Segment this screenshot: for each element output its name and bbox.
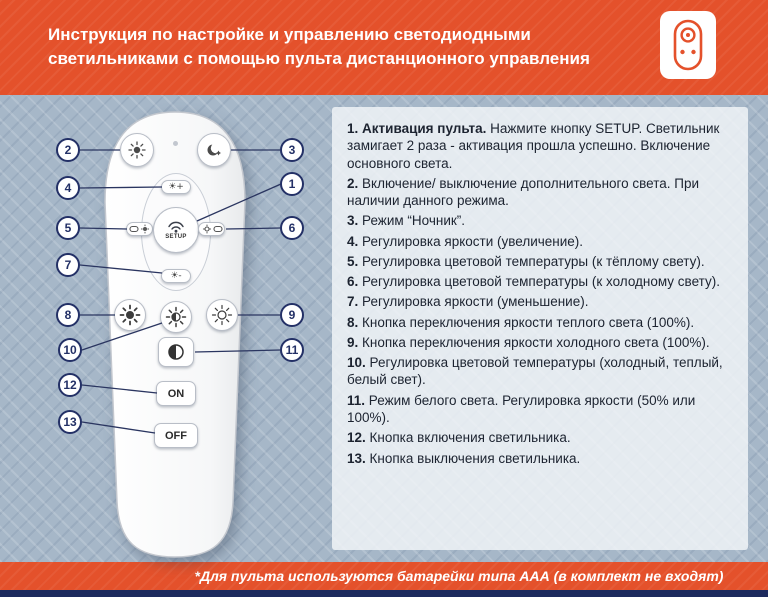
warm-temp-icon: [128, 224, 149, 234]
setup-button-label: SETUP: [165, 234, 187, 240]
instruction-number: 11.: [347, 392, 366, 408]
remote-control-icon: [673, 19, 703, 71]
off-button-label: OFF: [165, 429, 187, 442]
instructions-panel: 1. Активация пульта. Нажмите кнопку SETU…: [332, 107, 748, 550]
header: Инструкция по настройке и управлению све…: [0, 0, 768, 95]
remote-logo-box: [660, 11, 716, 79]
on-button-label: ON: [167, 387, 185, 400]
callout-8: 8: [56, 303, 80, 327]
night-mode-button: [197, 133, 231, 167]
cold-100-button: [206, 299, 238, 331]
instruction-text: Регулировка цветовой температуры (холодн…: [347, 355, 723, 388]
callout-13: 13: [58, 410, 82, 434]
instruction-item: 12. Кнопка включения светильника.: [347, 429, 733, 446]
instruction-number: 1.: [347, 121, 359, 136]
instruction-number: 8.: [347, 314, 359, 330]
instruction-item: 11. Режим белого света. Регулировка ярко…: [347, 392, 733, 427]
callout-11: 11: [280, 338, 304, 362]
instruction-number: 13.: [347, 450, 366, 466]
footer-note-bar: *Для пульта используются батарейки типа …: [0, 562, 768, 590]
instruction-number: 3.: [347, 213, 359, 229]
instruction-item: 2. Включение/ выключение дополнительного…: [347, 175, 733, 210]
instruction-item: 8. Кнопка переключения яркости теплого с…: [347, 314, 733, 331]
cold-light-button: [198, 222, 225, 236]
instruction-item: 7. Регулировка яркости (уменьшение).: [347, 293, 733, 310]
moon-star-icon: [207, 143, 221, 156]
instruction-text: Режим белого света. Регулировка яркости …: [347, 392, 696, 425]
remote-control: ☀+ SETUP: [100, 107, 250, 562]
instruction-item: 9. Кнопка переключения яркости холодного…: [347, 334, 733, 351]
wifi-icon: [168, 221, 184, 233]
illustration-area: ☀+ SETUP: [0, 95, 768, 562]
brightness-down-button: ☀-: [161, 269, 191, 283]
instruction-text: Кнопка переключения яркости теплого свет…: [362, 314, 695, 330]
instruction-item: 5. Регулировка цветовой температуры (к т…: [347, 253, 733, 270]
instruction-item: 4. Регулировка яркости (увеличение).: [347, 233, 733, 250]
callout-5: 5: [56, 216, 80, 240]
callout-7: 7: [56, 253, 80, 277]
instruction-text: Регулировка цветовой температуры (к тёпл…: [362, 253, 705, 269]
callout-10: 10: [58, 338, 82, 362]
instruction-text: Регулировка яркости (увеличение).: [362, 233, 584, 249]
callout-12: 12: [58, 373, 82, 397]
callout-4: 4: [56, 176, 80, 200]
instruction-number: 12.: [347, 430, 366, 446]
callout-6: 6: [280, 216, 304, 240]
instruction-item: 3. Режим “Ночник”.: [347, 212, 733, 229]
setup-button: SETUP: [153, 207, 199, 253]
instruction-number: 7.: [347, 294, 359, 310]
instruction-item: 1. Активация пульта. Нажмите кнопку SETU…: [347, 120, 733, 172]
callout-1: 1: [280, 172, 304, 196]
battery-note: *Для пульта используются батарейки типа …: [194, 568, 724, 584]
instruction-lead: Активация пульта.: [362, 121, 487, 136]
callout-2: 2: [56, 138, 80, 162]
title-line-2: светильниками с помощью пульта дистанцио…: [48, 49, 590, 68]
sun-half-icon: [165, 306, 187, 328]
main-light-button: [120, 133, 154, 167]
warm-100-button: [114, 299, 146, 331]
instruction-item: 13. Кнопка выключения светильника.: [347, 450, 733, 467]
cold-temp-icon: [202, 224, 223, 234]
instruction-text: Кнопка включения светильника.: [369, 430, 571, 446]
white-mode-button: [158, 337, 194, 367]
warm-light-button: [126, 222, 153, 236]
on-button: ON: [156, 381, 196, 406]
instruction-text: Нажмите кнопку SETUP. Светильник замигае…: [347, 121, 720, 171]
instruction-item: 10. Регулировка цветовой температуры (хо…: [347, 354, 733, 389]
instruction-number: 5.: [347, 253, 359, 269]
instruction-text: Регулировка яркости (уменьшение).: [362, 294, 589, 310]
off-button: OFF: [154, 423, 198, 448]
page-title: Инструкция по настройке и управлению све…: [48, 23, 768, 71]
callout-9: 9: [280, 303, 304, 327]
indicator-dot: [173, 141, 178, 146]
instruction-text: Включение/ выключение дополнительного св…: [347, 175, 700, 209]
instruction-text: Кнопка переключения яркости холодного св…: [362, 334, 710, 350]
brightness-minus-icon: ☀-: [170, 270, 182, 281]
instruction-text: Кнопка выключения светильника.: [369, 450, 581, 466]
brightness-up-button: ☀+: [161, 180, 191, 194]
contrast-icon: [168, 344, 184, 360]
instruction-number: 10.: [347, 355, 366, 371]
instruction-number: 9.: [347, 334, 359, 350]
instruction-number: 6.: [347, 274, 359, 290]
sun-filled-icon: [119, 304, 141, 326]
brightness-plus-icon: ☀+: [168, 181, 184, 192]
instruction-item: 6. Регулировка цветовой температуры (к х…: [347, 273, 733, 290]
instruction-text: Режим “Ночник”.: [362, 213, 466, 229]
sun-outline-icon: [211, 304, 233, 326]
instruction-number: 4.: [347, 233, 359, 249]
title-line-1: Инструкция по настройке и управлению све…: [48, 25, 531, 44]
instruction-text: Регулировка цветовой температуры (к холо…: [362, 274, 720, 290]
color-temp-cycle-button: [160, 301, 192, 333]
callout-3: 3: [280, 138, 304, 162]
lamp-icon: [128, 141, 146, 159]
bottom-accent-bar: [0, 590, 768, 597]
instruction-number: 2.: [347, 175, 359, 191]
